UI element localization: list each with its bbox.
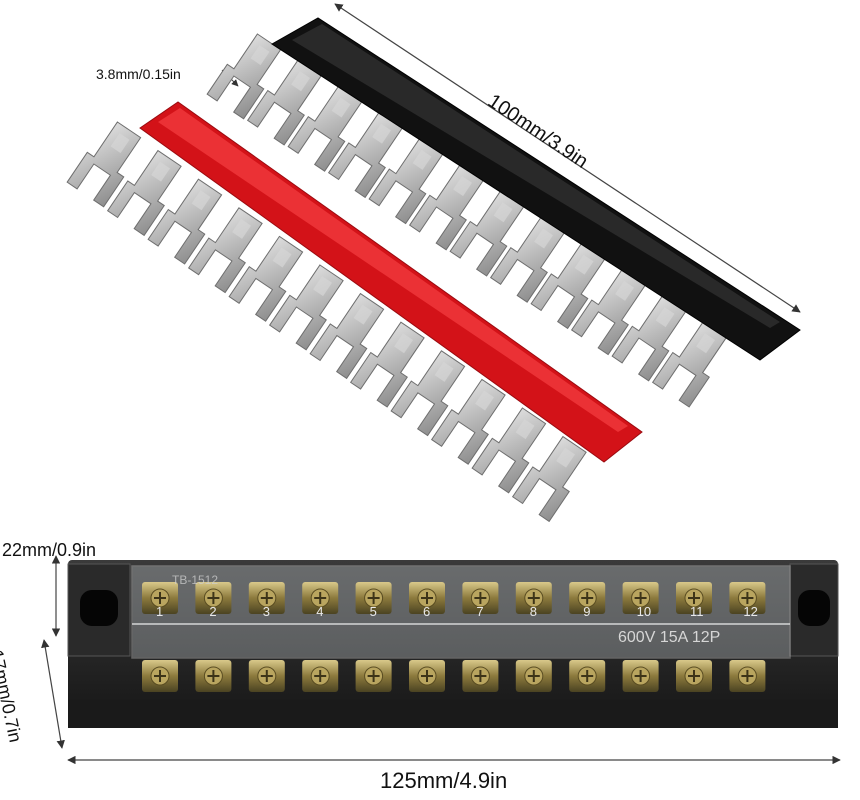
block-depth-line [41,639,65,749]
black-prong-12 [651,321,727,408]
rating-label: 600V 15A 12P [618,629,720,646]
red-prong-12 [511,435,587,523]
red-prong-6 [268,264,344,351]
red-jumper-prongs [66,121,587,523]
red-prong-3 [147,178,223,265]
position-number-11: 11 [690,604,704,619]
position-number-12: 12 [743,604,757,619]
black-prong-2 [246,59,322,146]
red-prong-1 [66,121,142,208]
right-mount-hole [798,590,830,626]
red-prong-4 [187,207,263,294]
position-number-3: 3 [263,604,270,619]
left-mount-hole [80,590,118,626]
position-number-1: 1 [156,604,163,619]
position-number-4: 4 [316,604,323,619]
terminal-block-base [68,700,838,728]
red-jumper-bar [66,101,643,523]
prong-width-label: 3.8mm/0.15in [96,66,181,82]
position-number-5: 5 [370,604,377,619]
black-prong-11 [611,295,687,382]
position-number-7: 7 [476,604,483,619]
red-prong-8 [349,321,425,408]
red-prong-5 [228,235,304,322]
black-prong-8 [489,216,565,303]
black-prong-9 [530,242,606,330]
red-prong-9 [390,350,466,437]
block-height-label: 22mm/0.9in [2,540,97,560]
black-prong-5 [368,138,444,225]
lower-screw-row [142,660,766,692]
red-prong-11 [471,407,547,494]
black-prong-3 [287,85,363,172]
black-jumper-bar [206,17,801,408]
red-prong-2 [106,149,182,237]
black-jumper-prongs [206,33,727,408]
black-prong-10 [570,269,646,356]
red-prong-7 [309,292,385,380]
black-bar-highlight [292,24,780,328]
red-bar-highlight [158,108,628,432]
black-prong-6 [408,164,484,251]
red-prong-10 [430,378,506,465]
black-prong-4 [327,111,403,199]
position-number-2: 2 [209,604,216,619]
position-number-6: 6 [423,604,430,619]
model-number: TB-1512 [172,573,218,587]
black-prong-1 [206,33,282,120]
bar-length-line [334,3,801,313]
dimension-lines [41,3,841,765]
block-width-label: 125mm/4.9in [380,768,508,793]
position-number-8: 8 [530,604,537,619]
black-prong-7 [449,190,525,277]
position-number-10: 10 [637,604,651,619]
position-number-9: 9 [583,604,590,619]
